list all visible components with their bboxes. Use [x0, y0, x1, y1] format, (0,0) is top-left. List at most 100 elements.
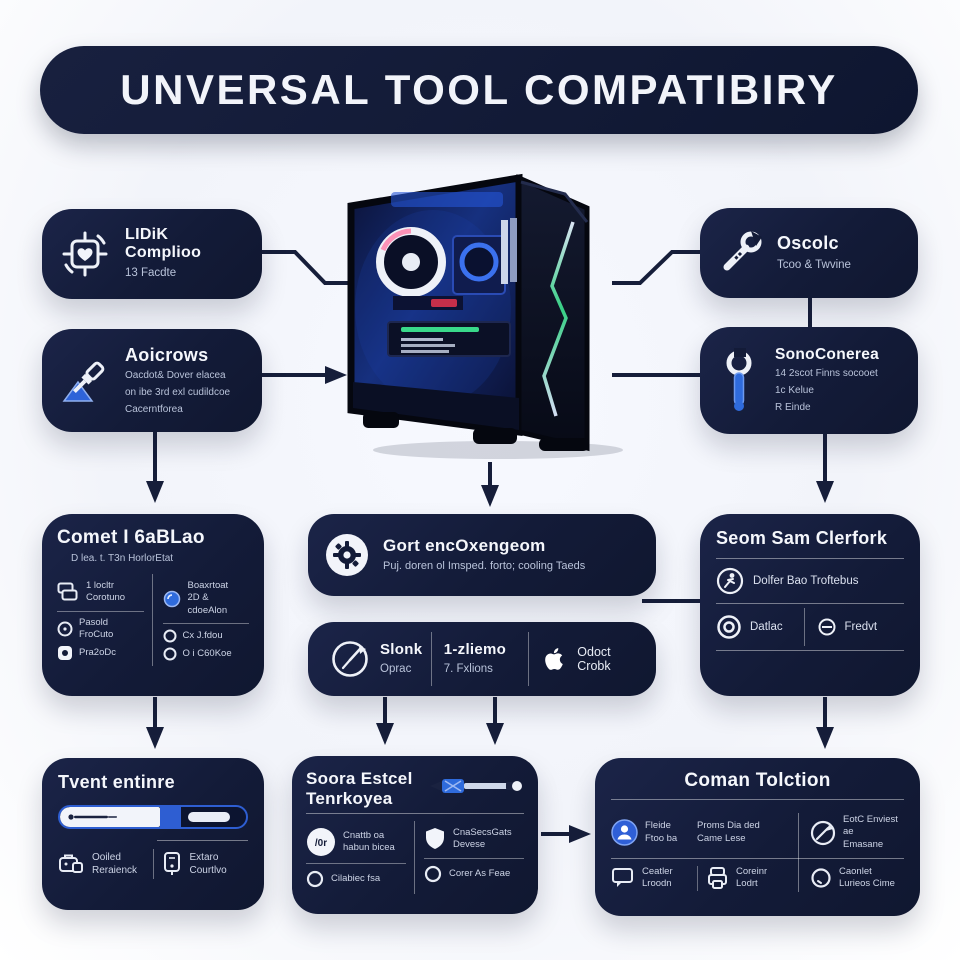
- progress-handle[interactable]: [188, 812, 230, 822]
- printer-icon: [708, 867, 727, 890]
- divider: [716, 558, 904, 559]
- soora-item1-line2: habun bicea: [343, 842, 395, 854]
- divider: [306, 813, 524, 815]
- node-coman: Coman Tolction Fleide Ftoo ba: [595, 758, 920, 916]
- divider: [528, 632, 530, 686]
- divider: [424, 857, 524, 859]
- divider: [798, 813, 799, 892]
- connector-lidik-pc: [262, 250, 352, 285]
- coman-c6-line2: Lurieos Cime: [839, 878, 895, 890]
- screwdriver-photo-icon: [430, 779, 522, 793]
- divider: [716, 603, 904, 604]
- node-line: on ibe 3rd exl cudildcoe: [125, 386, 231, 398]
- soora-item4-label: Corer As Feae: [449, 867, 511, 879]
- coman-c5-line1: Coreinr: [736, 866, 768, 878]
- cards-icon: [57, 582, 78, 601]
- theta-icon: [818, 618, 835, 636]
- tvent-item2-line2: Courtlvo: [189, 865, 227, 876]
- gaming-pc-illustration: [347, 173, 623, 459]
- seom-row1-label: Dolfer Bao Troftebus: [753, 574, 859, 587]
- slonk-segment-3: Odoct Crobk: [529, 645, 646, 673]
- slonk-segment-1: Slonk Oprac: [318, 639, 431, 679]
- soora-item2: CnaSecsGats Devese: [424, 821, 524, 858]
- segment-title: Slonk: [380, 640, 423, 658]
- toolbox-icon: [59, 854, 83, 873]
- node-title: Soora Estcel Tenrkoyea: [306, 769, 413, 808]
- node-title: LIDiK Complioo: [125, 226, 202, 262]
- coman-c5-line2: Lodrt: [736, 878, 758, 890]
- node-subtitle: Puj. doren ol Imsped. forto; cooling Tae…: [383, 559, 586, 572]
- soora-item4: Corer As Feae: [424, 859, 524, 889]
- comet-item2-line1: Boaxrtoat: [187, 580, 229, 591]
- node-title: Tvent entinre: [58, 772, 175, 792]
- circle-icon: [306, 870, 324, 888]
- seom-cell-fredvt: Fredvt: [805, 607, 905, 647]
- node-sonoconerea: SonoConerea 14 2scot Finns socooet 1c Ke…: [700, 327, 918, 434]
- seom-cell-label: Datlac: [750, 620, 783, 633]
- node-tvent: Tvent entinre: [42, 758, 264, 910]
- node-title-line2: Tenrkoyea: [306, 788, 393, 808]
- coman-cell-2: Proms Dia ded Came Lese: [697, 820, 797, 845]
- soora-item3: Cilabiec fsa: [306, 864, 406, 894]
- node-soora: Soora Estcel Tenrkoyea /0r: [292, 756, 538, 914]
- comet-item1-line2: Corotuno: [86, 592, 126, 604]
- node-title: Aoicrows: [125, 344, 209, 365]
- comet-item4-line1: Cx J.fdou: [182, 629, 223, 641]
- comet-item4-line2: O i C60Koe: [182, 647, 232, 659]
- node-lidik: LIDiK Complioo 13 Facdte: [42, 209, 262, 299]
- seom-cell-datlac: Datlac: [716, 604, 804, 650]
- coman-cell-3: EotC Enviest ae Emasane: [797, 814, 904, 851]
- comet-item3-line2: FroCuto: [79, 629, 114, 641]
- divider: [152, 849, 154, 879]
- comet-grid: 1 locltr Corotuno Pasold FroCuto: [57, 574, 249, 667]
- page-title: UNVERSAL TOOL COMPATIBIRY: [120, 66, 838, 113]
- seom-row1: Dolfer Bao Troftebus: [716, 559, 904, 603]
- comet-item2-line2: 2D & cdoeAlon: [187, 592, 228, 616]
- tvent-item2: Extaro Courtlvo: [162, 847, 249, 881]
- divider: [803, 608, 805, 646]
- soora-item3-label: Cilabiec fsa: [331, 872, 381, 884]
- compass-arrow-icon: [810, 820, 836, 845]
- coman-c3-line2: Emasane: [843, 838, 884, 850]
- circle-icon: [163, 629, 176, 643]
- gear-badge-icon: [326, 534, 368, 576]
- title-banner: UNVERSAL TOOL COMPATIBIRY: [40, 46, 918, 134]
- node-aoicrows: Aoicrows Oacdot& Dover elacea on ibe 3rd…: [42, 329, 262, 432]
- coman-c3-line1: EotC Enviest ae: [843, 814, 898, 838]
- soora-item2-line2: Devese: [453, 839, 486, 851]
- divider: [306, 863, 406, 865]
- circle-check-icon: [811, 868, 831, 888]
- node-line: 1c Kelue: [775, 385, 814, 396]
- node-subtitle: D lea. t. T3n HorlorEtat: [71, 553, 174, 564]
- node-title-line1: Soora Estcel: [306, 769, 413, 788]
- slonk-segment-2: 1-zliemo 7. Fxlions: [432, 641, 529, 677]
- node-oscolc: Oscolc Tcoo & Twvine: [700, 208, 918, 298]
- node-seom: Seom Sam Clerfork Dolfer Bao Troftebus D…: [700, 514, 920, 696]
- divider: [611, 799, 904, 800]
- node-title: Coman Tolction: [684, 770, 831, 791]
- divider: [430, 632, 432, 686]
- gaming-pc-image: [333, 158, 645, 462]
- node-title: Gort encOxengeom: [383, 535, 546, 555]
- coman-c1-line2: Ftoo ba: [645, 832, 678, 844]
- coman-c1-line1: Fleide: [645, 820, 671, 832]
- segment-subtitle: 7. Fxlions: [443, 662, 493, 675]
- node-line: R Einde: [775, 402, 811, 413]
- coman-cell-1: Fleide Ftoo ba: [611, 819, 697, 846]
- badge-text: /0r: [315, 838, 327, 849]
- node-line: Cacerntforea: [125, 403, 183, 415]
- circle-icon: [163, 647, 176, 661]
- user-badge-icon: [611, 819, 638, 846]
- coman-cell-4: Ceatler Lroodn: [611, 866, 697, 891]
- shield-icon: [426, 828, 444, 850]
- coman-c4-line2: Lroodn: [642, 878, 672, 890]
- chip-heart-icon: [62, 231, 108, 277]
- divider: [57, 610, 144, 612]
- progress-segment-blue: [160, 807, 181, 827]
- soora-item2-line1: CnaSecsGats: [453, 827, 512, 839]
- tool-progress-bar[interactable]: [58, 805, 248, 829]
- soora-item1-line1: Cnattb oa: [343, 829, 385, 841]
- coman-c2-line2: Came Lese: [697, 832, 746, 844]
- node-subtitle: 13 Facdte: [125, 267, 177, 280]
